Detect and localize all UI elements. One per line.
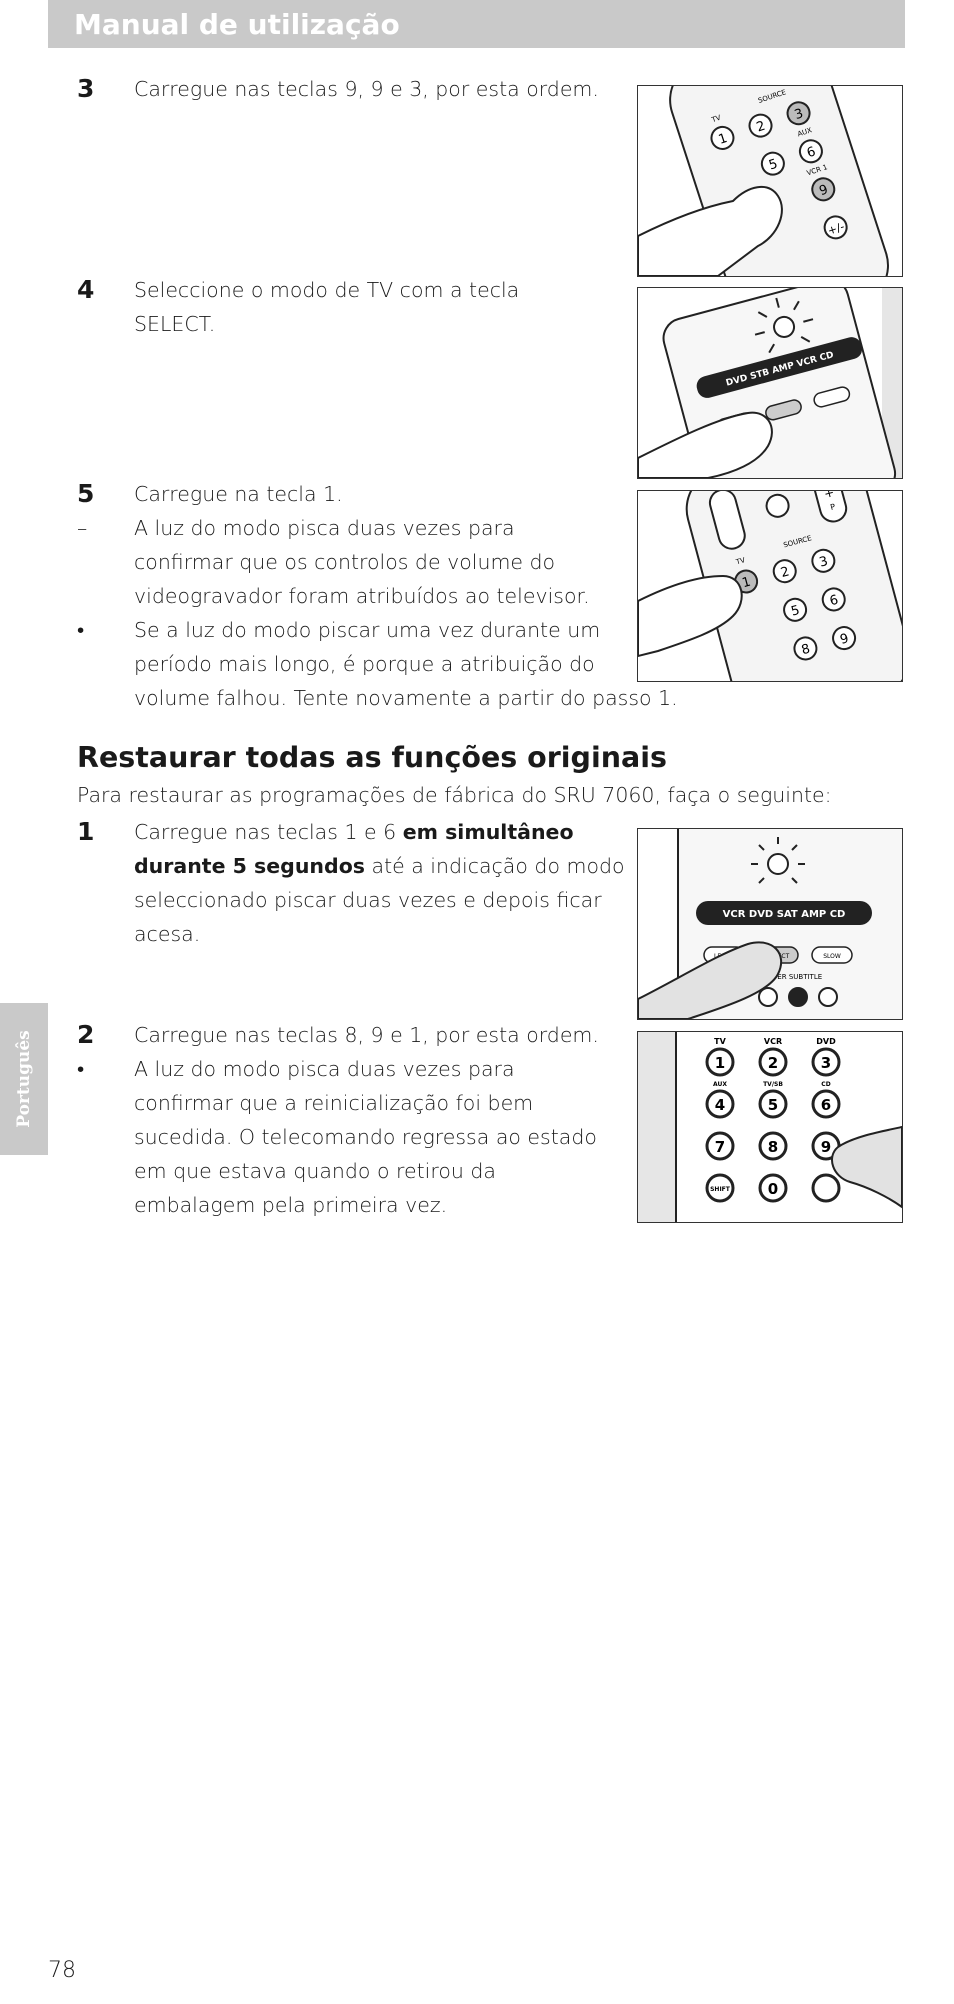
note-item: • Se a luz do modo piscar uma vez durant… [77, 613, 697, 715]
note-text: A luz do modo pisca duas vezes para [134, 516, 515, 540]
note-text: confirmar que a reinicialização foi bem [134, 1091, 534, 1115]
remote-hand-drawing: DVD STB AMP VCR CD [638, 288, 902, 478]
step-text-emphasis: durante 5 segundos [134, 854, 365, 878]
note-item: – A luz do modo pisca duas vezes para co… [77, 511, 697, 613]
step-number: 2 [77, 1020, 95, 1049]
step-3: 3 Carregue nas teclas 9, 9 e 3, por esta… [77, 72, 697, 106]
column-label: VCR [764, 1037, 782, 1046]
section-heading: Restaurar todas as funções originais [77, 741, 667, 774]
remote-illustration-key-1: + P 1 2 3 5 6 8 9 TV SOURCE [637, 490, 903, 682]
remote-illustration-select: DVD STB AMP VCR CD [637, 287, 903, 479]
remote-illustration-reset: VCR DVD SAT AMP CD LEARN SELECT SLOW CHA… [637, 828, 903, 1020]
key-caption: SLOW [823, 953, 841, 960]
note-text: volume falhou. Tente novamente a partir … [134, 686, 678, 710]
step-text: Carregue na tecla 1. [134, 482, 343, 506]
step-text: Carregue nas teclas 9, 9 e 3, por esta o… [134, 77, 599, 101]
key-label: 6 [821, 1096, 831, 1114]
key-label: 6 [828, 593, 840, 610]
hand-icon [638, 186, 783, 276]
key-label: 9 [839, 631, 851, 648]
step-text: acesa. [134, 922, 201, 946]
column-label: TV [714, 1037, 726, 1046]
note-item: • A luz do modo pisca duas vezes para co… [77, 1052, 697, 1222]
restore-step-2: 2 Carregue nas teclas 8, 9 e 1, por esta… [77, 1018, 697, 1222]
note-text: em que estava quando o retirou da [134, 1159, 496, 1183]
key-label: 2 [779, 564, 791, 581]
hand-icon [638, 411, 773, 478]
step-text: Carregue nas teclas 8, 9 e 1, por esta o… [134, 1023, 599, 1047]
column-label: DVD [816, 1037, 836, 1046]
note-text: A luz do modo pisca duas vezes para [134, 1057, 515, 1081]
dash-mark: – [77, 516, 88, 540]
key-label: +/- [826, 220, 846, 238]
key-label: 8 [800, 642, 812, 659]
hand-icon [831, 1125, 902, 1209]
key-label: 2 [768, 1054, 778, 1072]
header-bar: Manual de utilização [48, 0, 905, 48]
key-caption: TV [710, 114, 722, 125]
key-caption: TV/SB [763, 1081, 783, 1088]
key-label: 5 [790, 603, 802, 620]
note-text: videogravador foram atribuídos ao televi… [134, 584, 590, 608]
remote-hand-drawing: 1 2 3 5 6 9 +/- TV SOURCE AUX VCR 1 [638, 86, 889, 276]
key-label: 1 [741, 575, 753, 592]
key-caption: P [829, 502, 836, 512]
key-label: 0 [768, 1180, 778, 1198]
section-intro: Para restaurar as programações de fábric… [77, 783, 832, 807]
key-label: + [822, 491, 835, 501]
step-text: durante 5 segundos até a indicação do mo… [134, 849, 697, 883]
key-label: SHIFT [710, 1186, 731, 1193]
note-text: sucedida. O telecomando regressa ao esta… [134, 1125, 597, 1149]
key-caption: CD [821, 1081, 830, 1088]
step-text: Seleccione o modo de TV com a tecla [134, 278, 520, 302]
hand-icon [638, 574, 743, 658]
key-label: 4 [715, 1096, 725, 1114]
step-number: 4 [77, 275, 95, 304]
note-text: período mais longo, é porque a atribuiçã… [134, 652, 595, 676]
step-number: 3 [77, 74, 95, 103]
remote-hand-drawing: + P 1 2 3 5 6 8 9 TV SOURCE [638, 491, 902, 681]
bullet-mark: • [77, 1057, 85, 1081]
note-text: Se a luz do modo piscar uma vez durante … [134, 618, 601, 642]
remote-illustration-keypad: TV VCR DVD 1 2 3 4 5 6 7 8 9 0 SHIFT AUX… [637, 1031, 903, 1223]
step-text: SELECT. [134, 312, 216, 336]
step-text: Carregue nas teclas 1 e 6 em simultâneo [134, 815, 697, 849]
key-caption: AUX [713, 1081, 727, 1088]
bullet-mark: • [77, 618, 85, 642]
key-label: 7 [715, 1138, 725, 1156]
step-number: 5 [77, 479, 95, 508]
step-5: 5 Carregue na tecla 1. – A luz do modo p… [77, 477, 697, 715]
language-tab-label: Português [14, 1030, 34, 1128]
keypad-drawing: TV VCR DVD 1 2 3 4 5 6 7 8 9 0 SHIFT AUX… [638, 1032, 902, 1222]
key-label: 1 [715, 1054, 725, 1072]
remote-illustration-keys-993: 1 2 3 5 6 9 +/- TV SOURCE AUX VCR 1 [637, 85, 903, 277]
step-text-part: Carregue nas teclas 1 e 6 [134, 820, 403, 844]
step-text-part: até a indicação do modo [364, 854, 625, 878]
key-label: 3 [821, 1054, 831, 1072]
hand-icon [638, 941, 783, 1019]
key-label: 5 [768, 1096, 778, 1114]
note-text: embalagem pela primeira vez. [134, 1193, 448, 1217]
key-label: 3 [818, 554, 830, 571]
note-text: confirmar que os controlos de volume do [134, 550, 556, 574]
step-4: 4 Seleccione o modo de TV com a tecla SE… [77, 273, 697, 341]
language-side-tab: Português [0, 1003, 48, 1155]
page-title: Manual de utilização [74, 8, 400, 41]
mode-labels: VCR DVD SAT AMP CD [723, 909, 846, 920]
step-text: seleccionado piscar duas vezes e depois … [134, 888, 602, 912]
step-text-emphasis: em simultâneo [402, 820, 574, 844]
page-number: 78 [48, 1958, 76, 1983]
key-label: 9 [821, 1138, 831, 1156]
restore-step-1: 1 Carregue nas teclas 1 e 6 em simultâne… [77, 815, 697, 951]
key-caption: TV [734, 556, 746, 566]
step-number: 1 [77, 817, 95, 846]
key-label: 8 [768, 1138, 778, 1156]
remote-hand-drawing: VCR DVD SAT AMP CD LEARN SELECT SLOW CHA… [638, 829, 902, 1019]
